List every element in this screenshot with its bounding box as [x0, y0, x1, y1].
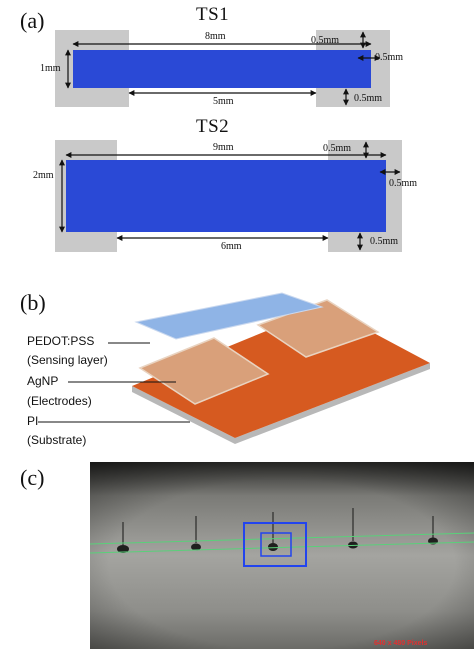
layer-pedot-role: (Sensing layer) — [27, 353, 108, 367]
layer-pi-name: PI — [27, 414, 39, 428]
ts1-pad-side-label: 0.5mm — [375, 52, 404, 63]
resolution-overlay: 640 x 480 Pixels — [374, 640, 428, 647]
ts2-pad-top-label: 0.5mm — [323, 143, 352, 154]
printed-dots — [117, 537, 438, 553]
target-box-inner — [260, 532, 292, 557]
guide-line-lower — [89, 541, 474, 554]
ts1-length-label: 8mm — [205, 31, 226, 42]
ts1-pad-bottom-label: 0.5mm — [354, 93, 383, 104]
ts1-pad-top-label: 0.5mm — [311, 35, 340, 46]
ts2-gap-label: 6mm — [221, 241, 242, 252]
electrode-left — [138, 337, 270, 405]
ts2-sensor-strip — [66, 160, 386, 232]
nozzle-streaks — [122, 508, 434, 545]
panel-a-label: (a) — [20, 8, 45, 33]
substrate-side — [132, 363, 430, 444]
ts2-width-label: 2mm — [33, 170, 54, 181]
ts2-pad-bottom-label: 0.5mm — [370, 236, 399, 247]
ts1-sensor-strip — [73, 50, 371, 88]
ts1-gap-label: 5mm — [213, 96, 234, 107]
layer-pedot-name: PEDOT:PSS — [27, 334, 95, 348]
layer-pi-role: (Substrate) — [27, 433, 87, 447]
ts1-title: TS1 — [196, 4, 230, 25]
panel-c-label: (c) — [20, 465, 45, 490]
ts1-width-label: 1mm — [40, 63, 61, 74]
ts2-title: TS2 — [196, 116, 230, 137]
layer-agnp-name: AgNP — [27, 374, 59, 388]
panel-b-label: (b) — [20, 290, 46, 315]
pedot-strip — [134, 292, 324, 340]
target-box-outer — [243, 522, 307, 567]
ts2-length-label: 9mm — [213, 142, 234, 153]
ts2-pad-side-label: 0.5mm — [389, 178, 418, 189]
guide-line-upper — [89, 532, 474, 545]
layer-agnp-role: (Electrodes) — [27, 394, 92, 408]
